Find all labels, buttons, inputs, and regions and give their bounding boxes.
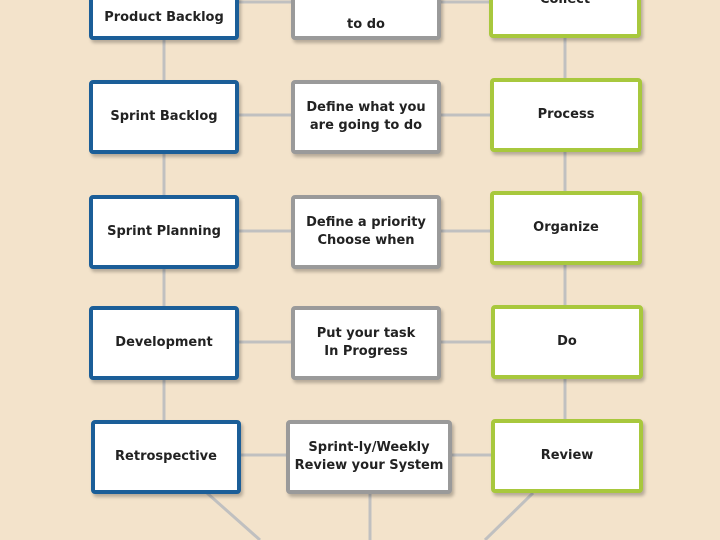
- node-define-priority: Define a priority Choose when: [291, 195, 441, 269]
- node-label: Put your task In Progress: [316, 326, 416, 359]
- node-sprint-planning: Sprint Planning: [89, 195, 239, 269]
- node-organize: Organize: [490, 191, 642, 265]
- node-label: Retrospective: [115, 449, 217, 464]
- node-label: Sprint Backlog: [110, 109, 218, 124]
- node-review: Review: [491, 419, 643, 493]
- node-process: Process: [490, 78, 642, 152]
- node-sprint-backlog: Sprint Backlog: [89, 80, 239, 154]
- node-label: Organize: [533, 220, 599, 235]
- node-retrospective: Retrospective: [91, 420, 241, 494]
- node-label: Sprint-ly/Weekly Review your System: [294, 440, 444, 473]
- node-label: Define what you are going to do: [306, 100, 426, 133]
- node-label: Collect: [540, 0, 590, 9]
- node-label: Sprint Planning: [107, 224, 221, 239]
- node-to-do: to do: [291, 0, 441, 40]
- node-collect: Collect: [489, 0, 641, 38]
- node-label: to do: [347, 17, 385, 32]
- node-label: Do: [557, 334, 577, 349]
- node-put-task-in-progress: Put your task In Progress: [291, 306, 441, 380]
- node-label: Define a priority Choose when: [306, 215, 426, 248]
- node-label: Process: [537, 107, 595, 122]
- node-define-what: Define what you are going to do: [291, 80, 441, 154]
- node-weekly-review: Sprint-ly/Weekly Review your System: [286, 420, 452, 494]
- node-label: Product Backlog: [104, 10, 224, 25]
- node-development: Development: [89, 306, 239, 380]
- node-label: Development: [115, 335, 213, 350]
- node-label: Review: [540, 448, 594, 463]
- node-product-backlog: Product Backlog: [89, 0, 239, 40]
- node-do: Do: [491, 305, 643, 379]
